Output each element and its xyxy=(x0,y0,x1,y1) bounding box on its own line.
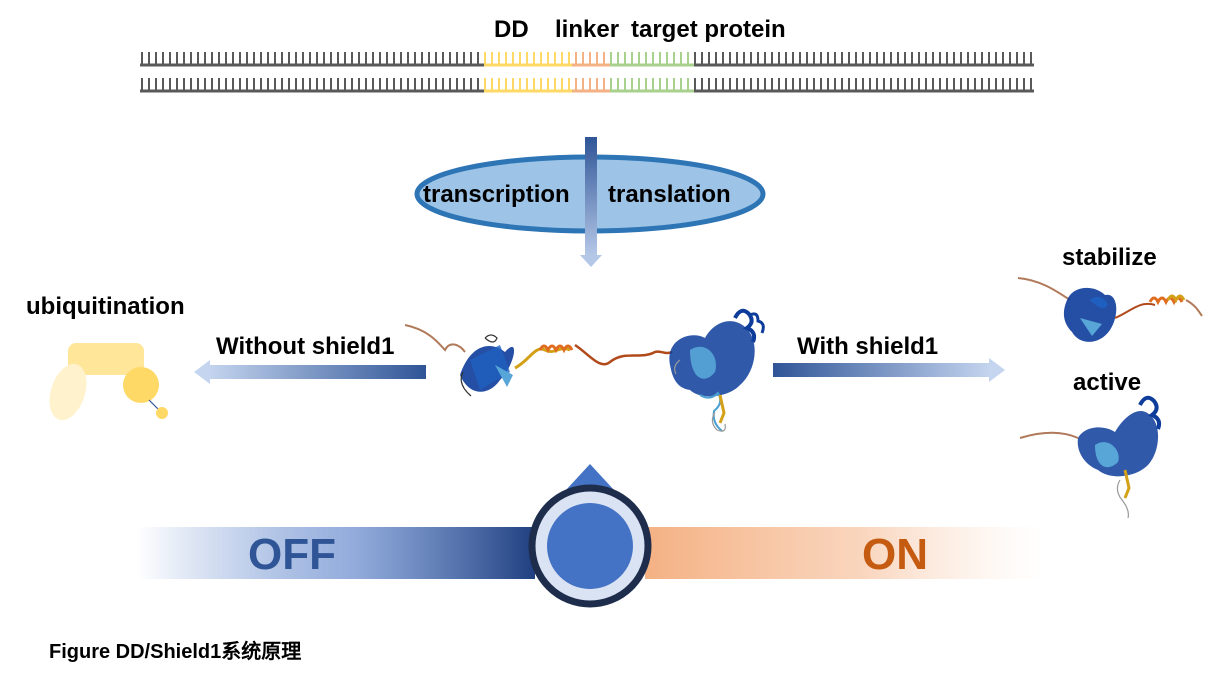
off-label: OFF xyxy=(248,530,336,579)
fusion-protein-structure xyxy=(404,308,765,432)
active-label: active xyxy=(1073,369,1141,396)
with-shield1-label: With shield1 xyxy=(797,333,938,360)
arrow-left xyxy=(194,360,426,384)
dna-label-dd: DD xyxy=(494,16,529,43)
translation-label: translation xyxy=(608,181,731,208)
dna-double-strand xyxy=(140,52,1034,93)
active-target-structure xyxy=(1019,395,1162,519)
arrow-right xyxy=(773,358,1005,382)
on-label: ON xyxy=(862,530,928,579)
dna-label-target: target protein xyxy=(631,16,786,43)
stabilized-dd-structure xyxy=(1017,277,1203,342)
without-shield1-label: Without shield1 xyxy=(216,333,394,360)
off-bar xyxy=(137,527,535,579)
stabilize-label: stabilize xyxy=(1062,244,1157,271)
on-bar xyxy=(645,527,1043,579)
switch-pointer xyxy=(566,464,614,490)
proteasome-icon xyxy=(49,343,168,421)
switch-knob xyxy=(547,503,633,589)
ubiquitination-label: ubiquitination xyxy=(26,293,185,320)
dna-base-ticks xyxy=(141,52,1032,91)
figure-caption: Figure DD/Shield1系统原理 xyxy=(49,639,301,663)
down-arrow xyxy=(580,137,602,267)
transcription-label: transcription xyxy=(423,181,570,208)
dna-label-linker: linker xyxy=(555,16,619,43)
